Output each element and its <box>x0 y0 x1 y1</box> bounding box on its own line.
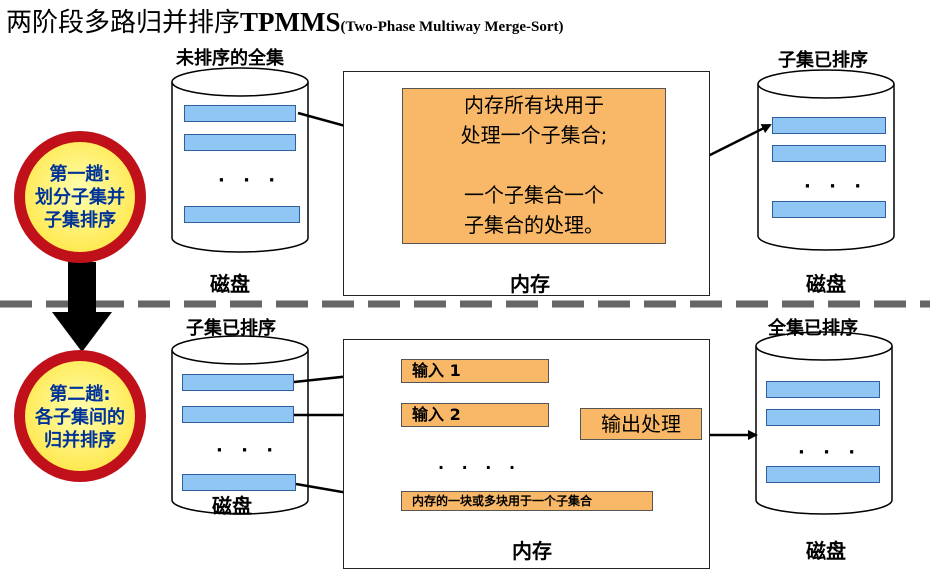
p1-right-block <box>772 145 886 162</box>
phase2-circle-line: 各子集间的 <box>35 407 125 428</box>
phase2-circle <box>14 350 146 482</box>
disk-cylinder-p2-left <box>171 335 309 515</box>
p2-left-disk-caption: 磁盘 <box>212 494 252 518</box>
p1-right-block <box>772 201 886 218</box>
p1-memory-line: 一个子集合一个 <box>464 183 604 207</box>
p1-left-disk-label: 未排序的全集 <box>176 48 284 69</box>
phase2-circle-text: 第二趟: 各子集间的 归并排序 <box>20 383 140 452</box>
p1-right-disk-caption: 磁盘 <box>806 272 846 296</box>
phase1-circle-line: 划分子集并 <box>35 187 125 208</box>
p1-left-block <box>184 105 296 122</box>
p2-left-dots: · · · <box>216 440 280 461</box>
p2-memory-dots: · · · · <box>438 458 522 477</box>
p1-right-dots: · · · <box>804 176 868 197</box>
phase1-circle-line: 子集排序 <box>44 210 116 231</box>
p1-right-block <box>772 117 886 134</box>
p2-output-block: 输出处理 <box>580 408 702 440</box>
p1-left-disk-caption: 磁盘 <box>210 272 250 296</box>
p1-memory-line: 处理一个子集合; <box>460 123 608 147</box>
disk-cylinder-p1-left <box>171 67 309 253</box>
p2-left-block <box>182 406 294 423</box>
title-subtitle: (Two-Phase Multiway Merge-Sort) <box>340 19 564 35</box>
p2-left-disk-label: 子集已排序 <box>186 318 276 339</box>
p2-input2-block: 输入 2 <box>401 403 549 427</box>
title-tpmms: TPMMS <box>240 7 341 37</box>
title-main: 两阶段多路归并排序 <box>6 8 241 38</box>
down-arrow-icon <box>52 262 112 352</box>
phase2-circle-line: 归并排序 <box>44 430 116 451</box>
p1-left-block <box>184 206 300 223</box>
p1-memory-caption: 内存 <box>510 272 550 296</box>
phase1-circle <box>14 131 146 263</box>
page-title: 两阶段多路归并排序TPMMS(Two-Phase Multiway Merge-… <box>6 2 564 39</box>
p2-memory-caption: 内存 <box>512 539 552 563</box>
p2-input1-block: 输入 1 <box>401 359 549 383</box>
p2-right-dots: · · · <box>798 442 862 463</box>
phase1-circle-line: 第一趟: <box>49 164 111 185</box>
phase1-circle-text: 第一趟: 划分子集并 子集排序 <box>20 163 140 232</box>
p2-left-block <box>182 474 296 491</box>
p2-right-disk-caption: 磁盘 <box>806 539 846 563</box>
p1-memory-line <box>402 150 666 180</box>
p1-left-dots: · · · <box>218 170 282 191</box>
p2-right-block <box>766 409 880 426</box>
p1-memory-block <box>402 88 666 244</box>
p2-right-block <box>766 466 880 483</box>
phase2-circle-line: 第二趟: <box>49 384 111 405</box>
p2-right-disk-label: 全集已排序 <box>768 318 858 339</box>
p1-right-disk-label: 子集已排序 <box>778 50 868 71</box>
p1-left-block <box>184 134 296 151</box>
p2-inputn-block: 内存的一块或多块用于一个子集合 <box>401 491 653 511</box>
p1-memory-line: 子集合的处理。 <box>464 213 604 237</box>
p1-memory-text: 内存所有块用于 处理一个子集合; 一个子集合一个 子集合的处理。 <box>402 90 666 240</box>
p1-memory-line: 内存所有块用于 <box>464 93 604 117</box>
p2-left-block <box>182 374 294 391</box>
p2-right-block <box>766 381 880 398</box>
